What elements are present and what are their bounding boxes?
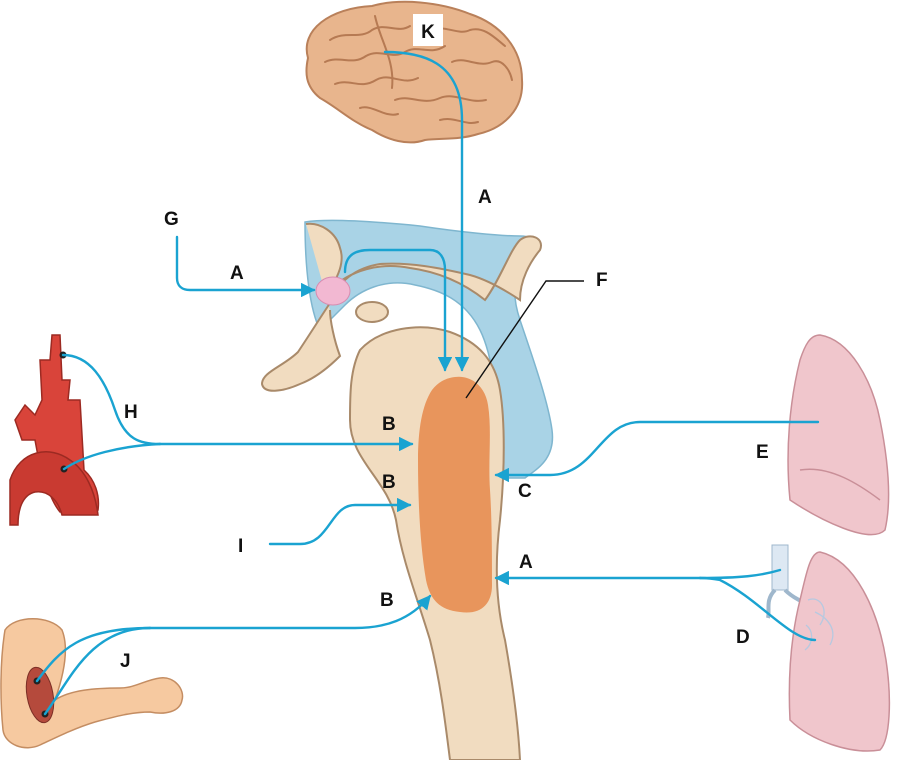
label-c: C bbox=[518, 481, 532, 502]
lung-icon bbox=[787, 334, 890, 536]
label-f: F bbox=[596, 270, 608, 291]
pathway-e bbox=[494, 420, 820, 483]
pathway-hypothalamus bbox=[343, 248, 453, 372]
pathway-h-top bbox=[61, 353, 162, 446]
label-i: I bbox=[238, 536, 243, 557]
label-e: E bbox=[756, 442, 769, 463]
label-b-low: B bbox=[380, 590, 394, 611]
pathway-j bbox=[148, 594, 432, 630]
labels: K A G A F H B B C E I A B D J bbox=[120, 14, 769, 672]
pathway-d-1 bbox=[698, 568, 782, 580]
brainstem-section bbox=[260, 219, 554, 760]
brain-icon bbox=[305, 0, 524, 144]
lung-icon bbox=[788, 551, 891, 752]
label-a-brain: A bbox=[478, 187, 492, 208]
arm-muscle-icon bbox=[0, 618, 184, 749]
pathway-k bbox=[383, 50, 470, 372]
pointer-f bbox=[465, 280, 584, 399]
pathway-j-1 bbox=[35, 626, 152, 683]
pathway-g bbox=[175, 235, 316, 298]
pathway-j-2 bbox=[43, 626, 152, 716]
label-b-top: B bbox=[382, 414, 396, 435]
pathway-h-low bbox=[62, 442, 162, 471]
label-b-mid: B bbox=[382, 472, 396, 493]
label-h: H bbox=[124, 402, 138, 423]
label-k: K bbox=[421, 22, 435, 43]
label-g: G bbox=[164, 209, 179, 230]
neural-pathways bbox=[35, 50, 820, 716]
pathway-i bbox=[268, 497, 412, 546]
label-j: J bbox=[120, 651, 131, 672]
aorta-icon bbox=[9, 334, 100, 526]
pathway-d-2 bbox=[698, 576, 817, 642]
label-a-lung: A bbox=[519, 552, 533, 573]
respiratory-center bbox=[418, 376, 492, 613]
label-d: D bbox=[736, 627, 750, 648]
label-a-g: A bbox=[230, 263, 244, 284]
